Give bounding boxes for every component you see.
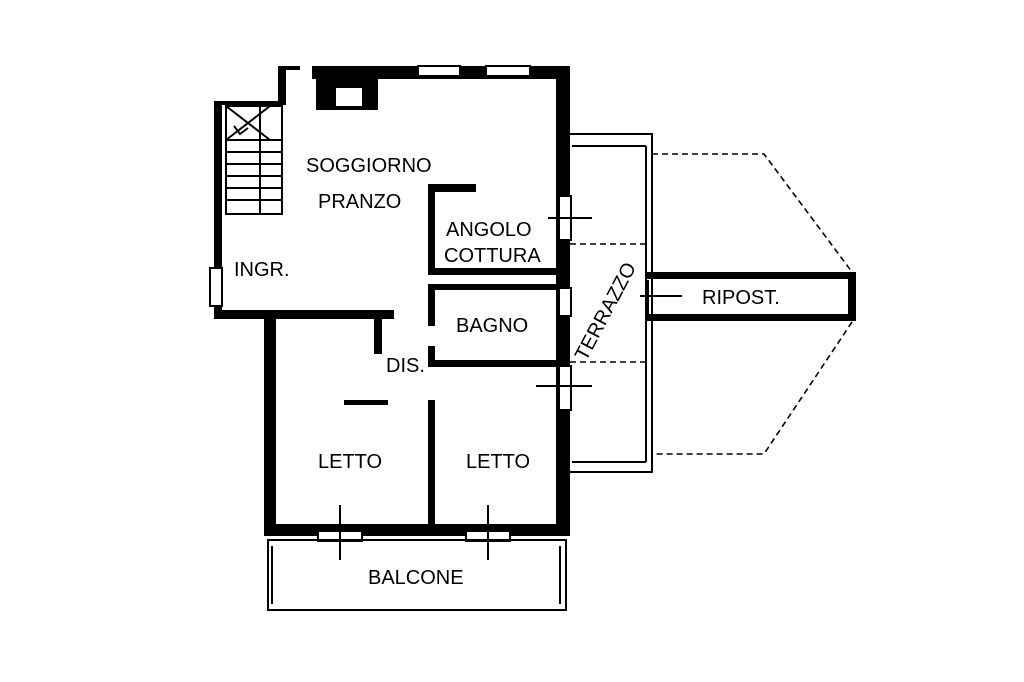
canopy-outline: [652, 153, 853, 455]
label-pranzo: PRANZO: [318, 191, 401, 213]
label-terrazzo: TERRAZZO: [571, 259, 641, 364]
balcony-outline: [267, 539, 567, 611]
fireplace: [316, 76, 378, 110]
interior-walls: [344, 184, 560, 528]
windows: [209, 65, 592, 560]
label-letto-right: LETTO: [466, 451, 530, 473]
terrace-outline: [570, 133, 653, 473]
storage-room: [640, 272, 856, 321]
label-soggiorno: SOGGIORNO: [306, 155, 432, 177]
staircase: [225, 105, 283, 215]
label-bagno: BAGNO: [456, 315, 528, 337]
label-letto-left: LETTO: [318, 451, 382, 473]
label-ripostiglio: RIPOST.: [702, 287, 780, 309]
label-balcone: BALCONE: [368, 567, 464, 589]
label-disimpegno: DIS.: [386, 355, 425, 377]
label-angolo: ANGOLO: [446, 219, 532, 241]
label-cottura: COTTURA: [444, 245, 541, 267]
room-labels: SOGGIORNO PRANZO ANGOLO COTTURA INGR. BA…: [234, 155, 780, 589]
label-ingresso: INGR.: [234, 259, 290, 281]
